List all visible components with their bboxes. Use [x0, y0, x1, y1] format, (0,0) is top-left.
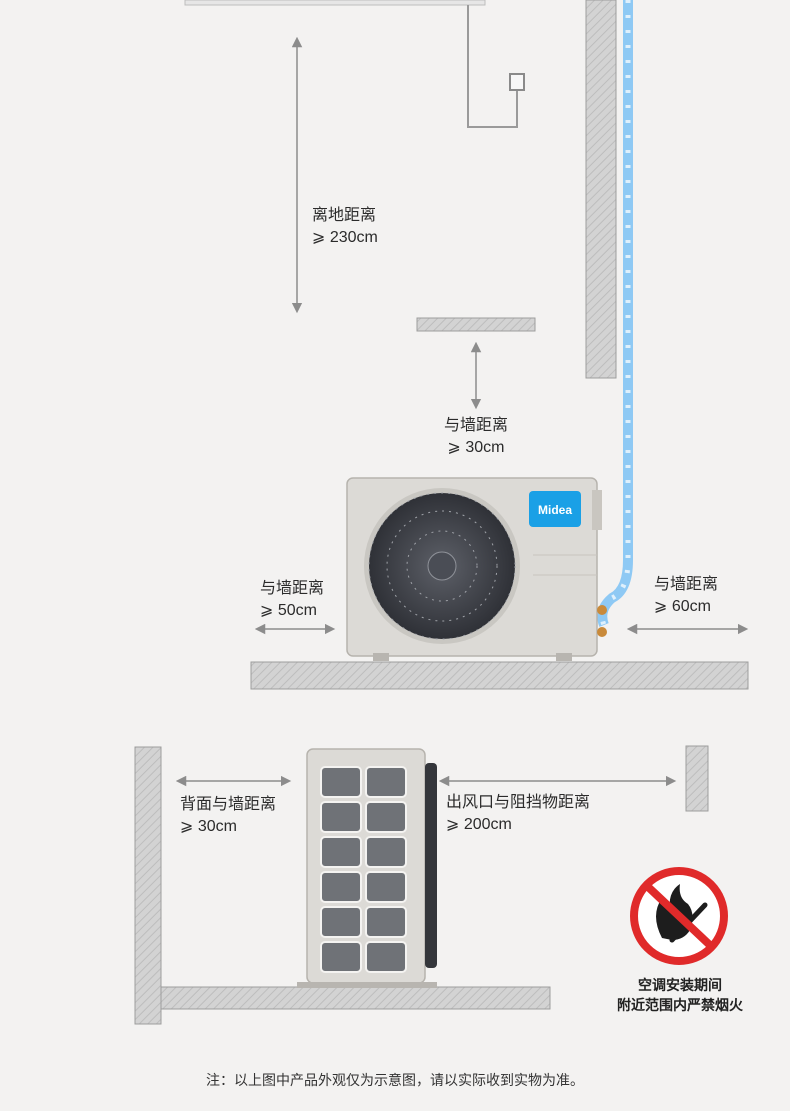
exterior-wall — [585, 0, 617, 379]
ground-height-value: ⩾ 230cm — [312, 229, 378, 246]
ground-height-title: 离地距离 — [312, 207, 377, 224]
left-clearance-title: 与墙距离 — [260, 580, 325, 597]
ground-height-label: 离地距离 ⩾ 230cm — [312, 205, 378, 249]
outdoor-unit-side — [297, 748, 437, 988]
no-fire-sign-icon — [630, 867, 728, 965]
pipe-valve-upper — [597, 605, 607, 615]
ground-slab-lower — [160, 986, 551, 1010]
left-clearance-label: 与墙距离 ⩾ 50cm — [260, 578, 324, 622]
indoor-unit — [184, 0, 486, 6]
refrigerant-pipe — [597, 0, 633, 627]
back-clearance-title: 背面与墙距离 — [180, 796, 277, 813]
back-clearance-value: ⩾ 30cm — [180, 818, 237, 835]
brand-logo-text: Midea — [538, 503, 572, 517]
footnote: 注：以上图中产品外观仅为示意图，请以实际收到实物为准。 — [206, 1072, 584, 1088]
ground-slab-upper — [250, 661, 749, 690]
outlet-clearance-title: 出风口与阻挡物距离 — [446, 794, 591, 811]
fire-warning-text: 空调安装期间 附近范围内严禁烟火 — [600, 975, 760, 1015]
top-slab — [416, 317, 536, 332]
pipe-valve-lower — [597, 627, 607, 637]
top-clearance-value: ⩾ 30cm — [447, 439, 505, 456]
right-obstacle-wall — [685, 745, 709, 812]
brand-logo: Midea — [529, 491, 581, 527]
right-clearance-value: ⩾ 60cm — [654, 598, 711, 615]
left-clearance-value: ⩾ 50cm — [260, 602, 317, 619]
back-clearance-label: 背面与墙距离 ⩾ 30cm — [180, 794, 276, 838]
right-clearance-title: 与墙距离 — [654, 576, 719, 593]
right-clearance-label: 与墙距离 ⩾ 60cm — [654, 574, 718, 618]
top-clearance-label: 与墙距离 ⩾ 30cm — [432, 415, 520, 459]
top-clearance-title: 与墙距离 — [443, 417, 508, 434]
fire-warning-line1: 空调安装期间 — [638, 977, 722, 993]
power-socket — [509, 73, 525, 91]
left-wall-lower — [134, 746, 162, 1025]
outlet-clearance-label: 出风口与阻挡物距离 ⩾ 200cm — [446, 792, 590, 836]
fire-warning-line2: 附近范围内严禁烟火 — [617, 997, 743, 1013]
indoor-cable — [467, 5, 518, 128]
outlet-clearance-value: ⩾ 200cm — [446, 816, 512, 833]
